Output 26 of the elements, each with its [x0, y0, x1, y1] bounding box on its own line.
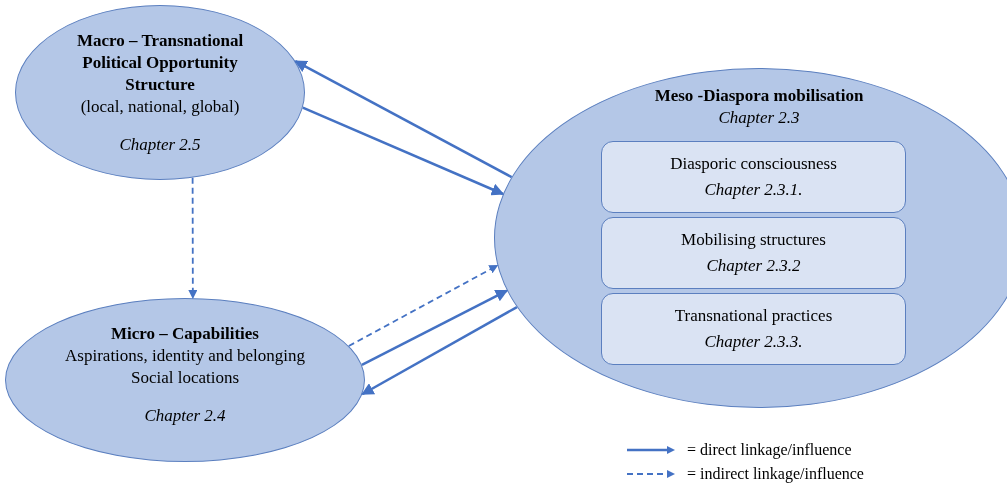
arrow: [361, 306, 518, 396]
arrow: [188, 176, 198, 299]
node-text: Social locations: [130, 367, 240, 389]
chapter-reference: Chapter 2.5: [119, 134, 201, 156]
node-heading: Micro – Capabilities: [111, 323, 259, 345]
chapter-reference: Chapter 2.3: [718, 107, 800, 129]
arrow: [294, 60, 513, 179]
node-heading: Meso -Diaspora mobilisation: [654, 85, 864, 107]
node-text: (local, national, global): [80, 96, 240, 118]
legend-text: = direct linkage/influence: [687, 440, 852, 460]
chapter-reference: Chapter 2.3.1.: [704, 179, 803, 201]
arrow: [302, 106, 505, 196]
rounded-box: [601, 293, 906, 365]
chapter-reference: Chapter 2.3.2: [706, 255, 801, 277]
arrow: [361, 289, 509, 367]
node-text: Diasporic consciousness: [670, 153, 837, 175]
legend-text: = indirect linkage/influence: [687, 464, 864, 484]
rounded-box: [601, 141, 906, 213]
rounded-box: [601, 217, 906, 289]
node-text: Transnational practices: [674, 305, 833, 327]
node-text: Mobilising structures: [681, 229, 826, 251]
node-text: Aspirations, identity and belonging: [65, 345, 305, 367]
arrow: [347, 264, 499, 347]
node-heading: Macro – Transnational Political Opportunity Structure: [75, 30, 245, 96]
chapter-reference: Chapter 2.4: [144, 405, 226, 427]
chapter-reference: Chapter 2.3.3.: [704, 331, 803, 353]
